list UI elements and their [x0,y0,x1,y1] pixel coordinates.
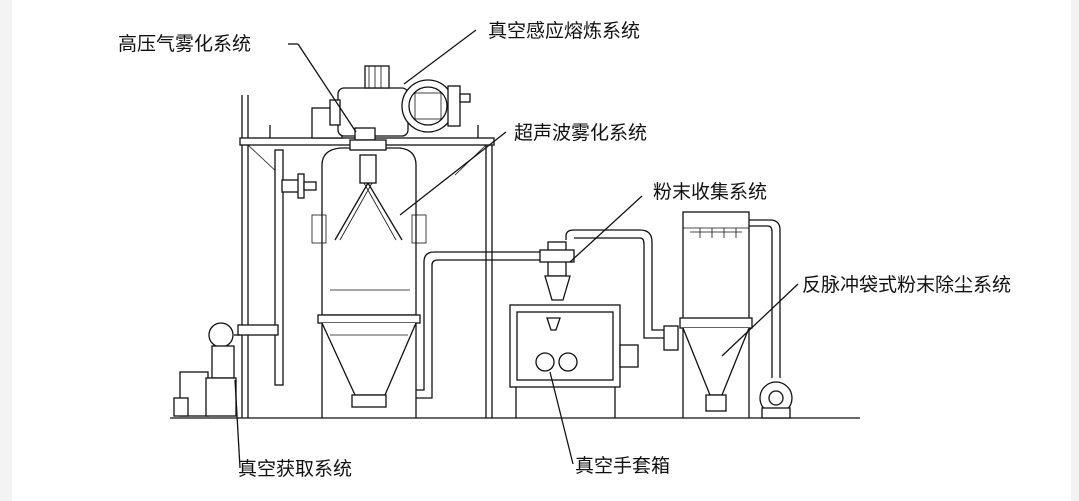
label-vacuum-induction-melting: 真空感应熔炼系统 [488,20,641,42]
label-pulse-bag-dust-removal: 反脉冲袋式粉末除尘系统 [802,274,1012,296]
label-powder-collection: 粉末收集系统 [653,181,768,203]
cyclone-separator [539,229,664,339]
leader-lines [234,29,799,469]
equipment-diagram: 高压气雾化系统 真空感应熔炼系统 超声波雾化系统 粉末收集系统 反脉冲袋式粉末除… [12,0,1071,501]
vacuum-pipe [237,149,317,386]
vacuum-induction-melting-furnace [311,65,471,141]
vacuum-glove-box [509,304,639,418]
label-high-pressure-gas-atomization: 高压气雾化系统 [118,33,252,55]
powder-transfer-pipe [416,251,560,399]
vacuum-pump-set [173,322,240,417]
atomization-tower [311,139,427,418]
label-vacuum-acquisition: 真空获取系统 [238,458,353,480]
label-vacuum-glove-box: 真空手套箱 [575,455,671,477]
pulse-bag-dust-collector [663,211,793,419]
equipment-drawing [170,29,860,469]
label-ultrasonic-atomization: 超声波雾化系统 [514,122,648,144]
